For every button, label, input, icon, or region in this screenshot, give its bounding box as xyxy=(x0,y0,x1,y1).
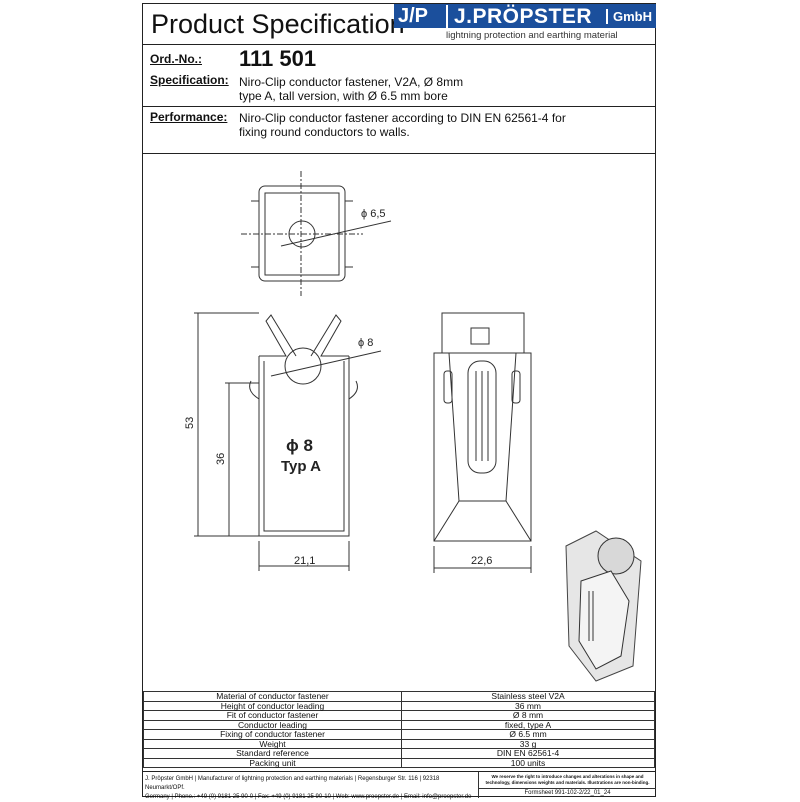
height-total-label: 53 xyxy=(184,417,196,429)
footer: J. Pröpster GmbH | Manufacturer of light… xyxy=(143,771,656,800)
cell-property: Material of conductor fastener xyxy=(142,691,403,702)
logo-mark: J/P xyxy=(398,5,429,27)
cell-value: 100 units xyxy=(401,757,655,768)
logo-suffix: GmbH xyxy=(606,9,652,24)
cell-property: Standard reference xyxy=(142,748,403,759)
logo-bar xyxy=(394,4,656,28)
cell-value: DIN EN 62561-4 xyxy=(401,748,655,759)
spec-sheet: Product Specification J/P J.PRÖPSTER Gmb… xyxy=(142,3,656,800)
page-title: Product Specification xyxy=(151,9,405,39)
performance-label: Performance: xyxy=(150,110,228,124)
performance-line: Niro-Clip conductor fastener according t… xyxy=(239,111,566,125)
cell-property: Fit of conductor fastener xyxy=(142,710,403,721)
marking-1: ϕ 8 xyxy=(286,436,313,455)
specification-label: Specification: xyxy=(150,73,229,87)
disclaimer: We reserve the right to introduce change… xyxy=(485,774,650,785)
cell-value: Ø 8 mm xyxy=(401,710,655,721)
cell-property: Fixing of conductor fastener xyxy=(142,729,403,740)
company-line: Germany | Phone.: +49 (0) 9181 25 90-0 |… xyxy=(145,794,472,800)
technical-drawing: ϕ 6,5 ϕ 8 53 36 21,1 ϕ 8 Typ A xyxy=(143,153,655,691)
company-logo: J/P J.PRÖPSTER GmbH lightning protection… xyxy=(394,4,656,44)
width-side-label: 22,6 xyxy=(471,555,492,567)
marking-2: Typ A xyxy=(281,458,321,475)
spec-line: type A, tall version, with Ø 6.5 mm bore xyxy=(239,89,448,103)
performance-line: fixing round conductors to walls. xyxy=(239,125,410,139)
top-view xyxy=(241,171,392,296)
specification-text: Niro-Clip conductor fastener, V2A, Ø 8mm… xyxy=(239,75,463,103)
header: Product Specification J/P J.PRÖPSTER Gmb… xyxy=(143,4,656,45)
cell-property: Packing unit xyxy=(142,757,403,768)
logo-name: J.PRÖPSTER xyxy=(446,5,592,29)
product-photo xyxy=(565,530,642,682)
company-line: J. Pröpster GmbH | Manufacturer of light… xyxy=(145,776,440,791)
company-info: J. Pröpster GmbH | Manufacturer of light… xyxy=(145,775,475,802)
order-section: Ord.-No.: 111 501 Specification: Niro-Cl… xyxy=(143,44,655,107)
cell-value: Stainless steel V2A xyxy=(401,691,655,702)
front-view xyxy=(194,312,382,571)
cell-value: Ø 6.5 mm xyxy=(401,729,655,740)
bore-dim-label: ϕ 6,5 xyxy=(361,208,386,220)
order-number: 111 501 xyxy=(239,46,317,71)
height-lead-label: 36 xyxy=(215,453,227,465)
order-label: Ord.-No.: xyxy=(150,52,202,66)
performance-text: Niro-Clip conductor fastener according t… xyxy=(239,111,566,139)
conductor-dim-label: ϕ 8 xyxy=(358,337,373,349)
performance-section: Performance: Niro-Clip conductor fastene… xyxy=(143,106,655,154)
logo-tagline: lightning protection and earthing materi… xyxy=(446,30,618,41)
formsheet-number: Formsheet 991-102-2/22_01_24 xyxy=(479,788,656,798)
spec-line: Niro-Clip conductor fastener, V2A, Ø 8mm xyxy=(239,75,464,89)
width-front-label: 21,1 xyxy=(294,555,315,567)
side-view xyxy=(433,312,532,573)
footer-right: We reserve the right to introduce change… xyxy=(478,772,656,798)
